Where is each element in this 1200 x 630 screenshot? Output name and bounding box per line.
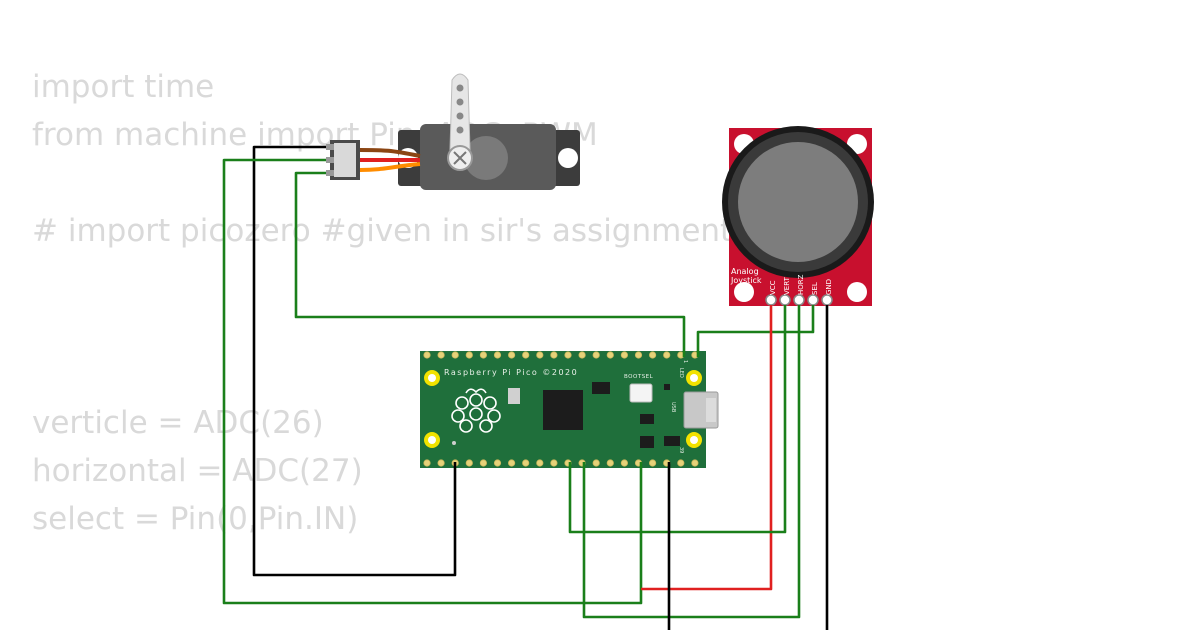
pico-component — [508, 388, 520, 404]
servo-mount-hole-right — [558, 148, 578, 168]
pico-mount-hole-center — [428, 374, 436, 382]
joystick-mount-hole — [847, 282, 867, 302]
pico-header-pin[interactable] — [691, 459, 699, 467]
pico-rp2040-chip — [543, 390, 583, 430]
pico-pin-label-39: 39 — [678, 447, 684, 453]
pico-header-pin[interactable] — [493, 351, 502, 359]
servo-screw-icon — [453, 151, 467, 165]
pico-header-pin[interactable] — [451, 351, 459, 359]
pico-header-pin[interactable] — [564, 351, 572, 359]
servo-horn-hole — [456, 84, 464, 92]
pico-header-pin[interactable] — [663, 351, 671, 359]
pico-header-pin[interactable] — [620, 459, 629, 467]
joystick-label-line2: Joystick — [730, 276, 762, 285]
servo-pin[interactable] — [326, 170, 334, 176]
wire-servo-ground[interactable] — [252, 145, 457, 577]
wire-servo-power[interactable] — [222, 158, 643, 605]
joystick-label-line1: Analog — [731, 267, 759, 276]
pico-header-pin[interactable] — [620, 351, 629, 359]
wire-joystick-horz[interactable] — [582, 305, 801, 619]
servo-gear-housing — [464, 136, 508, 180]
code-line-import-time: import time — [32, 69, 215, 105]
pico-header-pin[interactable] — [578, 351, 586, 359]
raspberry-pi-pico[interactable]: Raspberry Pi Pico ©2020 BOOTSEL LED USB … — [420, 351, 719, 468]
usb-port-opening — [706, 398, 716, 422]
pico-bottom-header — [423, 459, 699, 467]
pico-usb-label: USB — [670, 402, 676, 413]
servo-connector-face — [334, 143, 356, 177]
servo-horn-hole — [456, 112, 464, 120]
pico-header-pin[interactable] — [465, 351, 473, 359]
pico-top-header — [423, 351, 699, 359]
pico-header-pin[interactable] — [536, 351, 544, 359]
pico-component — [640, 414, 654, 424]
pico-header-pin[interactable] — [550, 459, 558, 467]
pico-header-pin[interactable] — [634, 351, 643, 359]
pico-component — [664, 436, 680, 446]
pico-led-icon — [664, 384, 670, 390]
pico-header-pin[interactable] — [536, 459, 544, 467]
bootsel-button[interactable] — [629, 383, 653, 403]
pico-testpoint — [452, 441, 456, 445]
servo-cable-brown — [359, 148, 421, 158]
servo-pin[interactable] — [326, 144, 334, 150]
pico-bootsel-label: BOOTSEL — [624, 374, 654, 380]
joystick-pin-label: GND — [825, 279, 833, 295]
pico-header-pin[interactable] — [437, 459, 445, 467]
joystick-pin-label: VCC — [769, 280, 777, 295]
pico-header-pin[interactable] — [592, 459, 600, 467]
joystick-pin-vert[interactable]: VERT — [779, 276, 791, 306]
servo-horn-hole — [456, 126, 464, 134]
pico-header-pin[interactable] — [606, 351, 614, 359]
pico-header-pin[interactable] — [507, 459, 516, 467]
pico-header-pin[interactable] — [648, 459, 657, 467]
pico-header-pin[interactable] — [493, 459, 502, 467]
joystick-pin-label: SEL — [811, 282, 819, 295]
analog-joystick[interactable]: Analog Joystick VCC VERT HORZ SEL GND — [722, 126, 874, 306]
pico-header-pin[interactable] — [677, 459, 685, 467]
wire-joystick-sel[interactable] — [696, 305, 815, 357]
code-line-select: select = Pin(0,Pin.IN) — [32, 501, 359, 537]
pico-header-pin[interactable] — [437, 351, 445, 359]
joystick-knob[interactable] — [738, 142, 858, 262]
pico-header-pin[interactable] — [423, 351, 431, 359]
pico-header-pin[interactable] — [479, 459, 487, 467]
pico-header-pin[interactable] — [606, 459, 614, 467]
pico-title: Raspberry Pi Pico ©2020 — [444, 368, 578, 377]
pico-mount-hole-center — [428, 436, 436, 444]
servo-pin[interactable] — [326, 157, 334, 163]
servo-horn-hole — [456, 98, 464, 106]
pico-header-pin[interactable] — [465, 459, 473, 467]
pico-header-pin[interactable] — [522, 351, 530, 359]
wires — [222, 145, 829, 630]
pico-header-pin[interactable] — [479, 351, 487, 359]
pico-mount-hole-center — [690, 374, 698, 382]
joystick-pin-label: HORZ — [797, 274, 805, 295]
code-line-verticle: verticle = ADC(26) — [32, 405, 324, 441]
pico-led-label: LED — [678, 368, 684, 378]
joystick-pin-vcc[interactable]: VCC — [765, 280, 777, 306]
pico-header-pin[interactable] — [550, 351, 558, 359]
pico-flash-chip — [592, 382, 610, 394]
pico-component — [640, 436, 654, 448]
pico-mount-hole-center — [690, 436, 698, 444]
pico-header-pin[interactable] — [592, 351, 600, 359]
wire-joystick-vert[interactable] — [568, 305, 787, 534]
servo-motor[interactable] — [326, 73, 580, 190]
pico-pin-label-1: 1 — [682, 360, 688, 363]
pico-header-pin[interactable] — [423, 459, 431, 467]
wire-joystick-vcc[interactable] — [641, 305, 773, 591]
joystick-pin-label: VERT — [783, 276, 791, 295]
pico-header-pin[interactable] — [648, 351, 657, 359]
joystick-mount-hole — [734, 282, 754, 302]
servo-cable-orange — [359, 162, 421, 172]
pico-header-pin[interactable] — [522, 459, 530, 467]
pico-header-pin[interactable] — [507, 351, 516, 359]
joystick-pin-sel[interactable]: SEL — [807, 282, 819, 306]
wire-servo-signal[interactable] — [294, 171, 686, 357]
raspberry-pi-logo-icon — [451, 388, 501, 433]
